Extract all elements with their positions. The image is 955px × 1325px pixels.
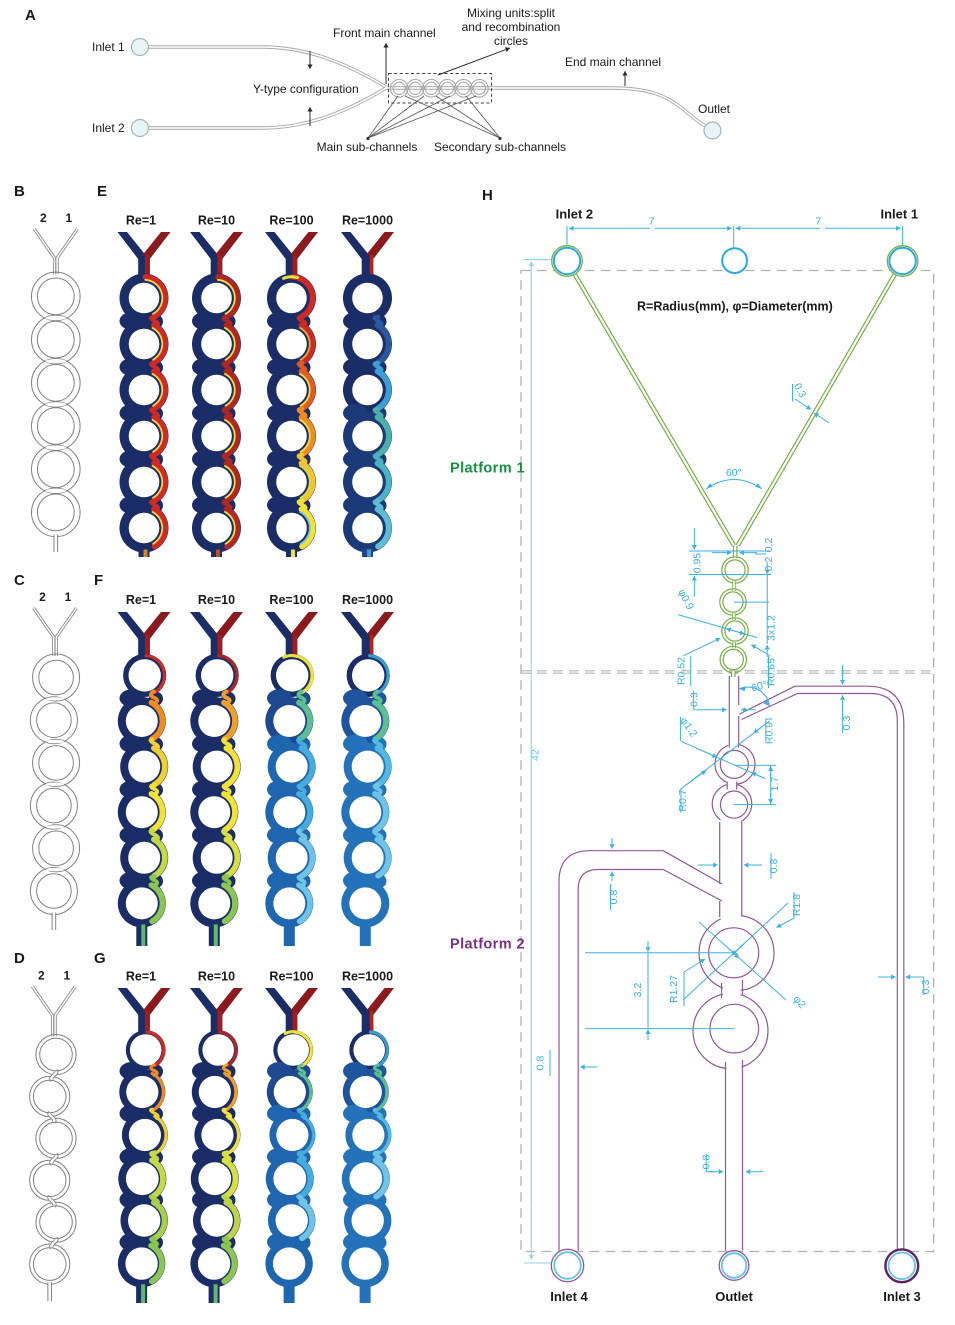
svg-text:End main channel: End main channel <box>565 55 661 69</box>
svg-text:Re=100: Re=100 <box>269 214 313 228</box>
svg-text:and recombination: and recombination <box>462 20 561 34</box>
svg-text:R1.8: R1.8 <box>791 894 803 916</box>
svg-text:Re=100: Re=100 <box>269 970 313 984</box>
svg-text:0.3: 0.3 <box>841 716 853 731</box>
svg-text:1: 1 <box>65 590 72 604</box>
svg-text:3x1.2: 3x1.2 <box>766 615 778 641</box>
svg-text:3.2: 3.2 <box>632 983 644 998</box>
svg-text:Re=1: Re=1 <box>126 970 156 984</box>
svg-text:1: 1 <box>63 968 70 982</box>
svg-text:Re=10: Re=10 <box>198 214 235 228</box>
svg-text:Main sub-channels: Main sub-channels <box>317 140 418 154</box>
svg-text:1.7: 1.7 <box>769 777 781 792</box>
svg-text:Platform 1: Platform 1 <box>450 461 525 477</box>
svg-text:0.3: 0.3 <box>689 692 701 707</box>
svg-text:0.8: 0.8 <box>535 1056 547 1071</box>
svg-text:0.2: 0.2 <box>763 538 775 553</box>
svg-text:R0.65: R0.65 <box>766 658 778 686</box>
svg-text:E: E <box>97 183 107 200</box>
svg-text:Outlet: Outlet <box>698 102 731 116</box>
svg-text:Mixing units:split: Mixing units:split <box>467 6 556 20</box>
svg-text:Inlet 2: Inlet 2 <box>556 207 594 222</box>
svg-text:R0.7: R0.7 <box>677 789 689 811</box>
svg-text:G: G <box>94 950 106 967</box>
svg-text:0.95: 0.95 <box>692 553 704 574</box>
svg-text:Re=1000: Re=1000 <box>342 970 393 984</box>
svg-text:0.8: 0.8 <box>768 859 780 874</box>
svg-text:60°: 60° <box>726 467 742 479</box>
svg-text:B: B <box>14 183 25 200</box>
svg-text:D: D <box>14 950 25 967</box>
svg-text:Secondary sub-channels: Secondary sub-channels <box>434 140 566 154</box>
svg-text:42: 42 <box>530 749 542 761</box>
svg-text:Inlet 4: Inlet 4 <box>550 1289 588 1304</box>
svg-text:circles: circles <box>494 34 528 48</box>
svg-text:Platform 2: Platform 2 <box>450 937 525 953</box>
svg-text:Re=1: Re=1 <box>126 593 156 607</box>
svg-text:R=Radius(mm), φ=Diameter(mm): R=Radius(mm), φ=Diameter(mm) <box>637 300 833 314</box>
svg-text:2: 2 <box>40 211 47 225</box>
svg-text:Re=100: Re=100 <box>269 593 313 607</box>
svg-text:R0.9: R0.9 <box>764 722 776 744</box>
svg-text:Re=1000: Re=1000 <box>342 593 393 607</box>
svg-text:7: 7 <box>815 216 821 228</box>
svg-text:Re=1: Re=1 <box>126 214 156 228</box>
svg-text:2: 2 <box>38 968 45 982</box>
svg-text:0.8: 0.8 <box>608 890 620 905</box>
svg-text:0.3: 0.3 <box>920 980 932 995</box>
svg-text:Y-type configuration: Y-type configuration <box>253 82 359 96</box>
svg-text:0.2: 0.2 <box>763 557 775 572</box>
svg-text:Re=10: Re=10 <box>198 593 235 607</box>
svg-text:60°: 60° <box>750 679 768 695</box>
svg-text:C: C <box>14 572 25 589</box>
svg-text:F: F <box>94 572 103 589</box>
svg-text:2: 2 <box>39 590 46 604</box>
svg-text:Front main channel: Front main channel <box>333 26 436 40</box>
svg-text:Inlet 1: Inlet 1 <box>881 207 919 222</box>
svg-text:Inlet 3: Inlet 3 <box>883 1289 921 1304</box>
svg-text:Inlet 2: Inlet 2 <box>92 121 125 135</box>
svg-text:Inlet 1: Inlet 1 <box>92 40 125 54</box>
svg-text:Outlet: Outlet <box>715 1289 753 1304</box>
svg-text:R0.52: R0.52 <box>676 657 688 685</box>
svg-text:Re=1000: Re=1000 <box>342 214 393 228</box>
svg-text:H: H <box>482 187 493 204</box>
svg-text:Re=10: Re=10 <box>198 970 235 984</box>
svg-text:1: 1 <box>65 211 72 225</box>
svg-text:7: 7 <box>649 216 655 228</box>
svg-text:R1.27: R1.27 <box>668 975 680 1003</box>
svg-text:A: A <box>25 7 36 24</box>
